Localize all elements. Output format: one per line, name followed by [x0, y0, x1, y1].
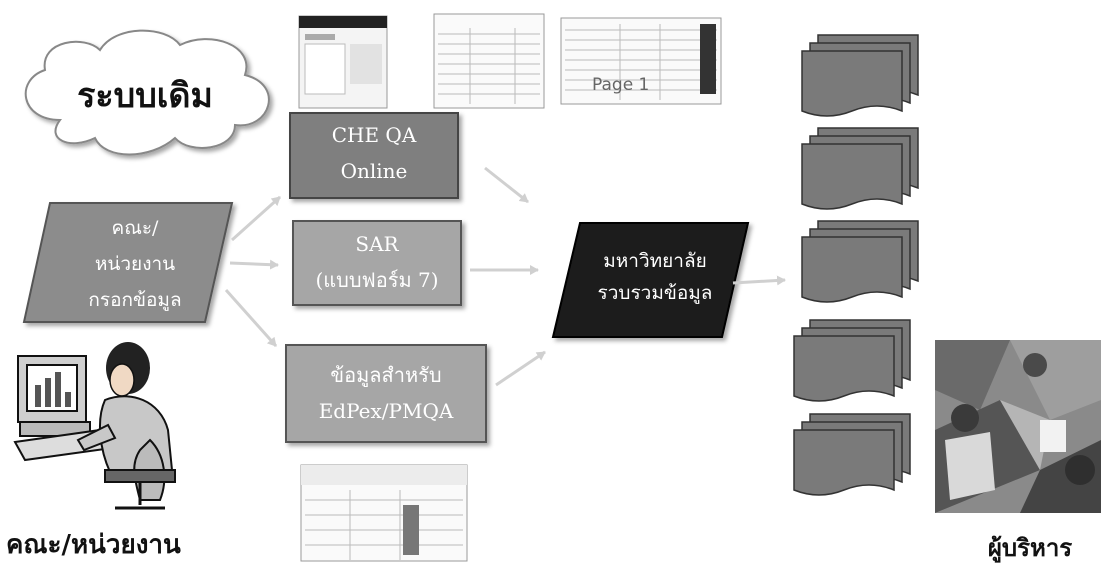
cloud-label: ระบบเดิม [77, 76, 213, 116]
sar-box [292, 220, 462, 306]
executive-label: ผู้บริหาร [987, 533, 1073, 562]
che-qa-text: CHE QA Online [290, 117, 458, 189]
arrow-che-to-univ [484, 166, 529, 204]
arrow-to-sar [229, 259, 279, 270]
faculty-input-line-2: หน่วยงาน [94, 253, 176, 275]
report-stack-3 [801, 220, 919, 303]
faculty-input-shape [22, 202, 234, 323]
sar-line-2: (แบบฟอร์ม 7) [315, 268, 439, 292]
arrow-edpex-to-univ [495, 350, 546, 387]
screenshot-thumbnail-3 [560, 17, 722, 105]
faculty-label: คณะ/หน่วยงาน [6, 530, 181, 560]
university-text: มหาวิทยาลัย รวบรวมข้อมูล [575, 245, 735, 309]
edpex-text: ข้อมูลสำหรับ EdPex/PMQA [286, 357, 486, 429]
che-qa-line-1: CHE QA [331, 123, 417, 147]
che-qa-box [289, 112, 459, 199]
faculty-input-line-3: กรอกข้อมูล [88, 289, 182, 311]
screenshot-thumbnail-2 [433, 13, 545, 109]
university-line-1: มหาวิทยาลัย [603, 250, 707, 272]
report-stack-1 [801, 34, 919, 117]
flow-arrows [224, 166, 786, 387]
arrow-to-edpex [224, 289, 278, 347]
sar-text: SAR (แบบฟอร์ม 7) [293, 226, 461, 298]
arrow-univ-to-reports [732, 275, 786, 286]
sar-line-1: SAR [355, 232, 399, 256]
report-stack-4 [793, 319, 911, 402]
screenshot-thumbnail-4 [300, 464, 468, 562]
edpex-line-2: EdPex/PMQA [318, 399, 454, 423]
faculty-input-text: คณะ/ หน่วยงาน กรอกข้อมูล [50, 210, 220, 318]
arrow-to-che [230, 195, 282, 242]
screenshot-thumbnail-1 [298, 15, 388, 109]
che-qa-line-2: Online [340, 159, 408, 183]
thumbnail-page-label: Page 1 [592, 75, 650, 95]
cloud-shape [24, 29, 270, 156]
edpex-box [285, 344, 487, 443]
report-stack-5 [793, 413, 911, 496]
person-at-computer-illustration [13, 342, 176, 510]
faculty-input-line-1: คณะ/ [111, 217, 159, 239]
edpex-line-1: ข้อมูลสำหรับ [330, 363, 442, 387]
university-line-2: รวบรวมข้อมูล [597, 282, 713, 304]
report-stacks [793, 34, 919, 496]
university-shape [551, 222, 750, 338]
report-stack-2 [801, 127, 919, 210]
executive-meeting-image [935, 340, 1101, 513]
